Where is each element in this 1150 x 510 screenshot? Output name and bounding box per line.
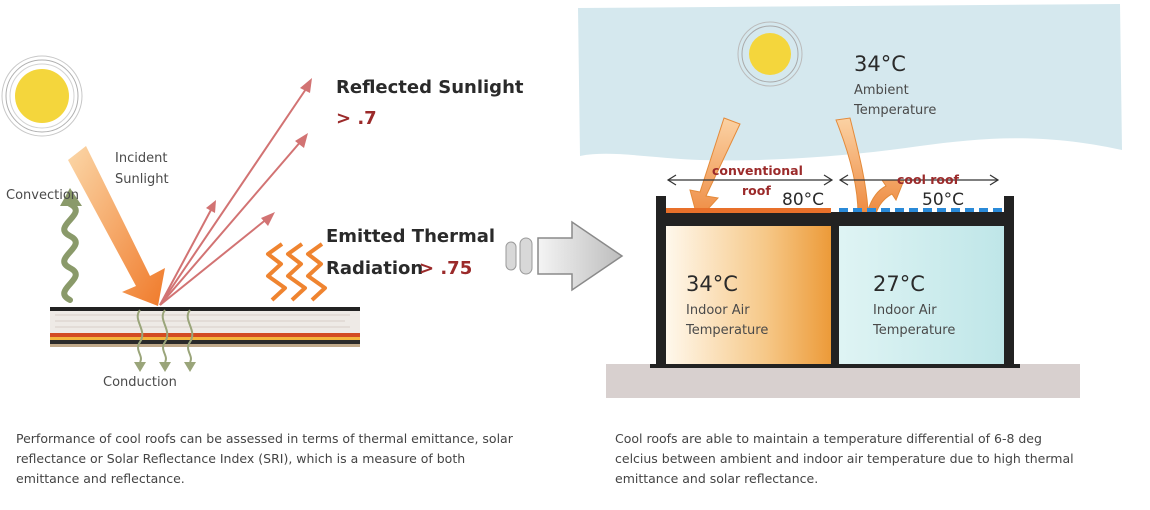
cool-roof-label: cool roof	[897, 172, 959, 187]
conventional-roof-surface	[666, 208, 831, 213]
building	[650, 196, 1020, 368]
convection-arrow	[60, 188, 82, 303]
cool-roof-temp: 50°C	[922, 190, 965, 210]
conventional-label-2: roof	[742, 183, 771, 198]
emitted-radiation-zigzags	[266, 242, 327, 302]
sky-background	[578, 4, 1122, 161]
conventional-room	[666, 226, 832, 366]
ambient-temp: 34°C	[854, 52, 906, 76]
conventional-temp: 80°C	[782, 190, 825, 210]
emitted-value: > .75	[419, 258, 473, 279]
right-caption: Cool roofs are able to maintain a temper…	[615, 431, 1074, 486]
sun-icon-right	[737, 21, 803, 87]
convection-label: Convection	[6, 188, 80, 203]
conduction-label: Conduction	[103, 375, 177, 390]
cool-room	[838, 226, 1004, 366]
emitted-label-1: Emitted Thermal	[326, 226, 496, 247]
indoor-right-label-2: Temperature	[873, 323, 956, 338]
indoor-right-label-1: Indoor Air	[873, 303, 937, 318]
reflected-label: Reflected Sunlight	[336, 77, 524, 98]
ambient-label-2: Temperature	[854, 103, 937, 118]
dimension-arrows	[666, 174, 1000, 186]
incident-label-2: Sunlight	[115, 172, 169, 187]
reflected-value: > .7	[336, 108, 377, 129]
indoor-left-label-1: Indoor Air	[686, 303, 750, 318]
conduction-arrows	[134, 309, 196, 372]
ground	[606, 364, 1080, 398]
reflected-sunlight-arrows	[159, 78, 312, 306]
emitted-label-2: Radiation	[326, 258, 424, 279]
transition-arrow	[505, 220, 624, 292]
left-caption: Performance of cool roofs can be assesse…	[16, 431, 513, 486]
indoor-left-label-2: Temperature	[686, 323, 769, 338]
sun-icon	[1, 55, 83, 137]
ambient-label-1: Ambient	[854, 83, 909, 98]
roof-layers	[50, 307, 360, 347]
indoor-left-temp: 34°C	[686, 272, 738, 296]
indoor-right-temp: 27°C	[873, 272, 925, 296]
incident-label-1: Incident	[115, 151, 168, 166]
conventional-label-1: conventional	[712, 163, 803, 178]
incident-sunlight-arrow	[68, 146, 165, 306]
